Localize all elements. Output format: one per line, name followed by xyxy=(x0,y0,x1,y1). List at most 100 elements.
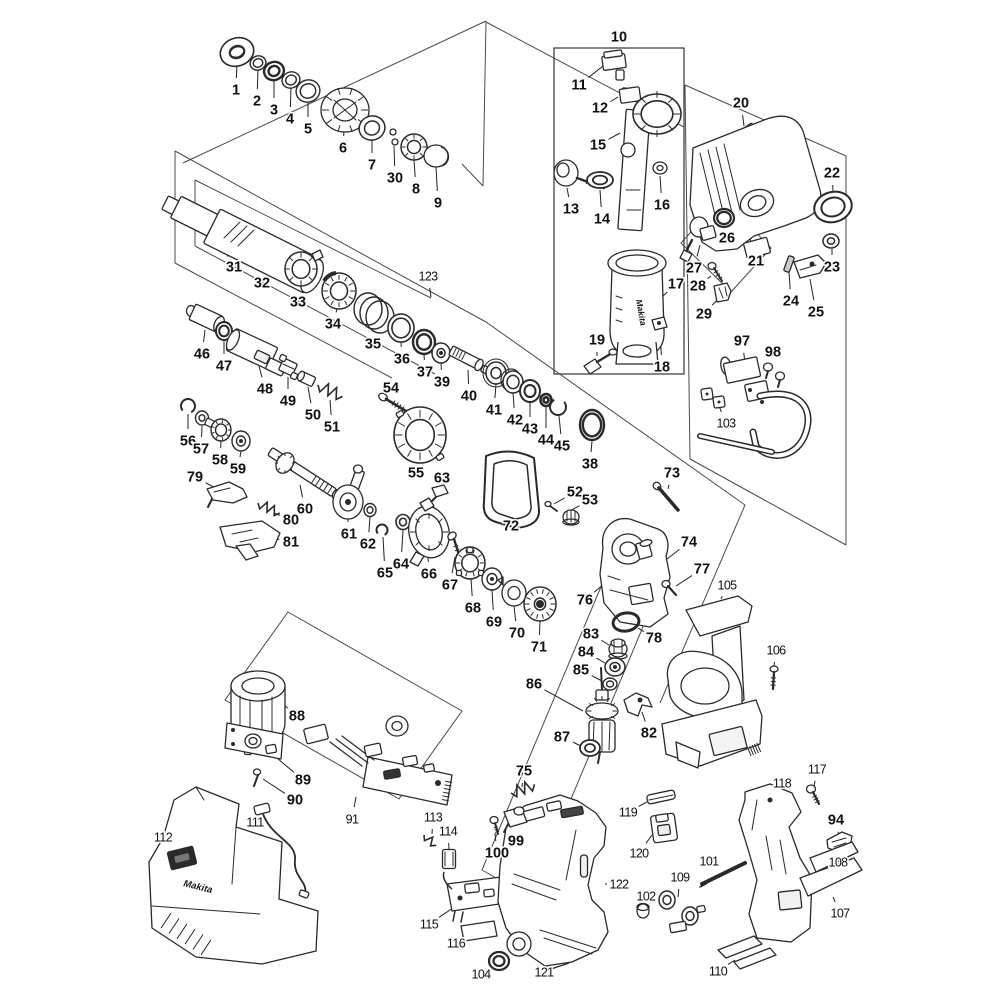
part-label-78: 78 xyxy=(646,631,662,647)
part-label-84: 84 xyxy=(578,645,594,661)
part-15 xyxy=(617,86,682,232)
part-1 xyxy=(219,36,255,68)
part-97 xyxy=(697,356,812,459)
part-42 xyxy=(500,368,524,394)
part-label-108: 108 xyxy=(828,856,848,870)
part-label-75: 75 xyxy=(516,764,532,780)
part-111 xyxy=(253,802,310,899)
part-label-67: 67 xyxy=(442,578,458,594)
part-label-74: 74 xyxy=(681,535,697,551)
part-label-38: 38 xyxy=(582,457,598,473)
part-7 xyxy=(358,115,386,141)
part-9 xyxy=(423,144,450,168)
part-106 xyxy=(769,665,779,691)
part-label-51: 51 xyxy=(324,420,340,436)
part-19 xyxy=(583,348,618,375)
part-label-114: 114 xyxy=(439,825,458,839)
part-109 xyxy=(658,890,706,934)
part-52 xyxy=(544,500,558,512)
part-label-4: 4 xyxy=(286,112,294,128)
part-label-48: 48 xyxy=(257,382,273,398)
part-112 xyxy=(148,786,319,965)
part-label-36: 36 xyxy=(394,352,410,368)
part-label-8: 8 xyxy=(412,182,420,198)
part-label-35: 35 xyxy=(365,337,381,353)
part-119 xyxy=(646,789,676,805)
part-35 xyxy=(353,292,395,334)
part-label-13: 13 xyxy=(563,202,579,218)
part-30 xyxy=(389,128,399,146)
part-5 xyxy=(295,79,321,103)
part-122 xyxy=(497,794,609,967)
part-110 xyxy=(717,935,777,970)
part-label-65: 65 xyxy=(377,566,393,582)
part-label-102: 102 xyxy=(636,890,656,904)
part-68 xyxy=(454,546,486,580)
part-label-90: 90 xyxy=(287,793,303,809)
part-102 xyxy=(636,902,650,919)
part-120 xyxy=(649,812,679,844)
part-label-3: 3 xyxy=(270,103,278,119)
part-label-98: 98 xyxy=(765,345,781,361)
part-label-26: 26 xyxy=(719,231,735,247)
part-label-109: 109 xyxy=(670,871,690,885)
part-91 xyxy=(303,715,453,806)
part-49 xyxy=(278,353,299,381)
part-label-76: 76 xyxy=(577,593,593,609)
part-80 xyxy=(257,500,281,517)
part-label-27: 27 xyxy=(686,261,702,277)
part-label-7: 7 xyxy=(368,158,376,174)
part-label-59: 59 xyxy=(230,462,246,478)
part-2 xyxy=(249,55,267,71)
part-87 xyxy=(579,739,601,757)
part-label-21: 21 xyxy=(748,254,764,270)
part-label-85: 85 xyxy=(573,663,589,679)
part-24 xyxy=(783,255,795,273)
part-39 xyxy=(431,342,451,364)
part-label-69: 69 xyxy=(486,615,502,631)
part-label-82: 82 xyxy=(641,726,657,742)
part-84 xyxy=(604,657,626,677)
part-label-24: 24 xyxy=(783,294,799,310)
part-75 xyxy=(510,779,536,799)
part-label-103: 103 xyxy=(716,417,736,431)
part-16 xyxy=(652,161,668,175)
part-label-105: 105 xyxy=(717,579,737,593)
part-label-77: 77 xyxy=(694,562,710,578)
part-label-94: 94 xyxy=(828,813,844,829)
part-label-83: 83 xyxy=(583,627,599,643)
labels-layer: 1234567308910111213141516171819202122232… xyxy=(152,28,852,983)
part-label-32: 32 xyxy=(254,276,270,292)
part-label-41: 41 xyxy=(486,403,502,419)
part-22 xyxy=(813,190,853,224)
part-45 xyxy=(549,398,567,416)
part-33 xyxy=(284,249,324,287)
part-label-72: 72 xyxy=(503,519,519,535)
part-label-100: 100 xyxy=(485,846,509,862)
part-label-31: 31 xyxy=(226,260,242,276)
part-label-120: 120 xyxy=(629,847,649,861)
part-62 xyxy=(363,502,377,518)
part-label-121: 121 xyxy=(534,966,554,980)
part-118 xyxy=(738,783,813,943)
part-label-49: 49 xyxy=(280,394,296,410)
part-59 xyxy=(231,430,251,452)
part-23 xyxy=(822,233,840,249)
parts-layer xyxy=(148,36,863,972)
part-label-22: 22 xyxy=(824,166,840,182)
part-114 xyxy=(441,848,457,870)
part-100 xyxy=(489,815,500,835)
part-74 xyxy=(599,517,671,628)
part-label-9: 9 xyxy=(434,196,442,212)
subassembly-box-10 xyxy=(553,47,685,375)
part-78 xyxy=(611,611,641,633)
part-107 xyxy=(799,857,863,897)
part-50 xyxy=(296,370,317,387)
part-63 xyxy=(429,484,449,504)
part-label-87: 87 xyxy=(554,730,570,746)
part-label-54: 54 xyxy=(383,381,399,397)
part-65 xyxy=(375,523,389,537)
part-label-33: 33 xyxy=(290,295,306,311)
